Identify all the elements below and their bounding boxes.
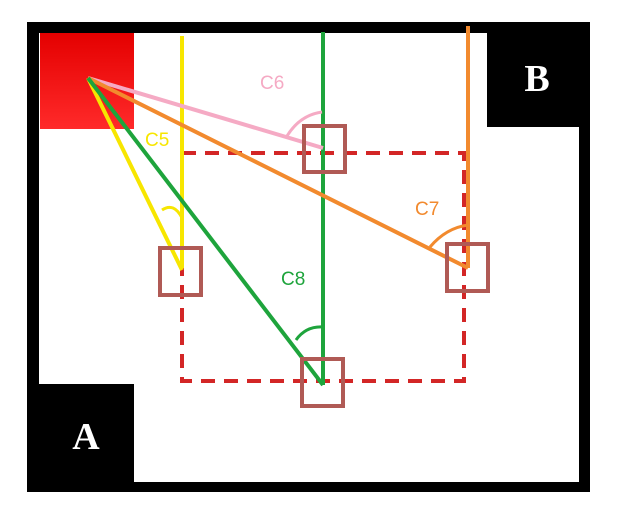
c5-ray-line (86, 77, 184, 271)
c6-angle-arc (285, 110, 323, 137)
target-box-c6 (302, 124, 347, 174)
c7-label: C7 (415, 199, 439, 220)
source-square (40, 33, 134, 129)
corner-label-a: A (72, 416, 100, 458)
c6-label: C6 (260, 73, 284, 94)
corner-label-b: B (524, 58, 549, 100)
target-box-c7 (445, 242, 490, 293)
corner-block-a (39, 384, 134, 482)
corner-block-b (487, 33, 579, 127)
c8-ray-line (86, 76, 325, 387)
c5-label: C5 (145, 130, 169, 151)
target-box-c5 (158, 246, 203, 297)
c6-ray-line (87, 76, 324, 150)
c7-ray-line (87, 76, 469, 270)
target-box-c8 (300, 357, 345, 408)
c7-angle-arc (428, 223, 469, 248)
c5-angle-arc (161, 205, 184, 219)
c8-label: C8 (281, 269, 305, 290)
c8-angle-arc (294, 325, 324, 341)
